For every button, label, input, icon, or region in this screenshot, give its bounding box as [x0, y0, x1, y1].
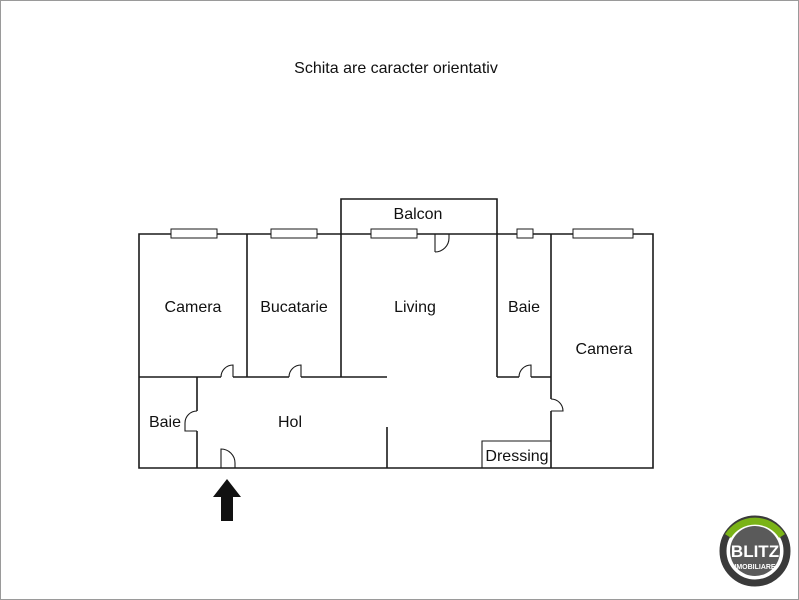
- room-label-living: Living: [394, 299, 436, 316]
- blitz-logo: BLITZ IMOBILIARE: [719, 515, 791, 587]
- door-camera-left: [220, 364, 234, 378]
- plan-note: Schita are caracter orientativ: [294, 60, 498, 77]
- walls: [138, 198, 654, 469]
- window-bucatarie: [270, 228, 318, 239]
- room-label-dressing: Dressing: [485, 448, 548, 465]
- door-camera-right: [550, 398, 564, 412]
- room-label-baie-left: Baie: [149, 414, 181, 431]
- windows: [170, 228, 634, 239]
- door-bucatarie: [288, 364, 302, 378]
- room-labels: Camera Bucatarie Living Baie Camera Balc…: [149, 206, 633, 465]
- room-label-balcon: Balcon: [394, 206, 443, 223]
- window-camera-left: [170, 228, 218, 239]
- room-label-baie-right: Baie: [508, 299, 540, 316]
- window-living: [370, 228, 418, 239]
- logo-name: BLITZ: [731, 542, 779, 561]
- door-baie-right: [518, 364, 532, 378]
- room-label-hol: Hol: [278, 414, 302, 431]
- entrance-arrow-icon: [213, 479, 241, 521]
- logo-tagline: IMOBILIARE: [734, 564, 776, 571]
- window-camera-right: [572, 228, 634, 239]
- door-baie-left: [184, 410, 198, 432]
- doors: [184, 234, 564, 468]
- window-baie-right: [516, 228, 534, 239]
- room-label-camera-right: Camera: [576, 341, 633, 358]
- room-label-camera-left: Camera: [165, 299, 222, 316]
- room-label-bucatarie: Bucatarie: [260, 299, 328, 316]
- door-entrance: [220, 448, 236, 468]
